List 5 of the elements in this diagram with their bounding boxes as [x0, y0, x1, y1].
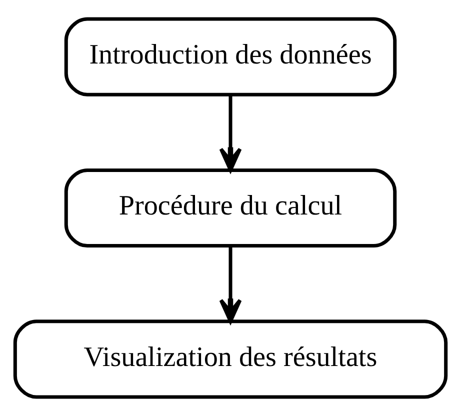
- arrow: [219, 246, 242, 324]
- node-box: Procédure du calcul: [64, 168, 397, 248]
- node-box: Visualization des résultats: [13, 320, 448, 399]
- arrow: [219, 95, 242, 172]
- node-box: Introduction des données: [64, 17, 397, 96]
